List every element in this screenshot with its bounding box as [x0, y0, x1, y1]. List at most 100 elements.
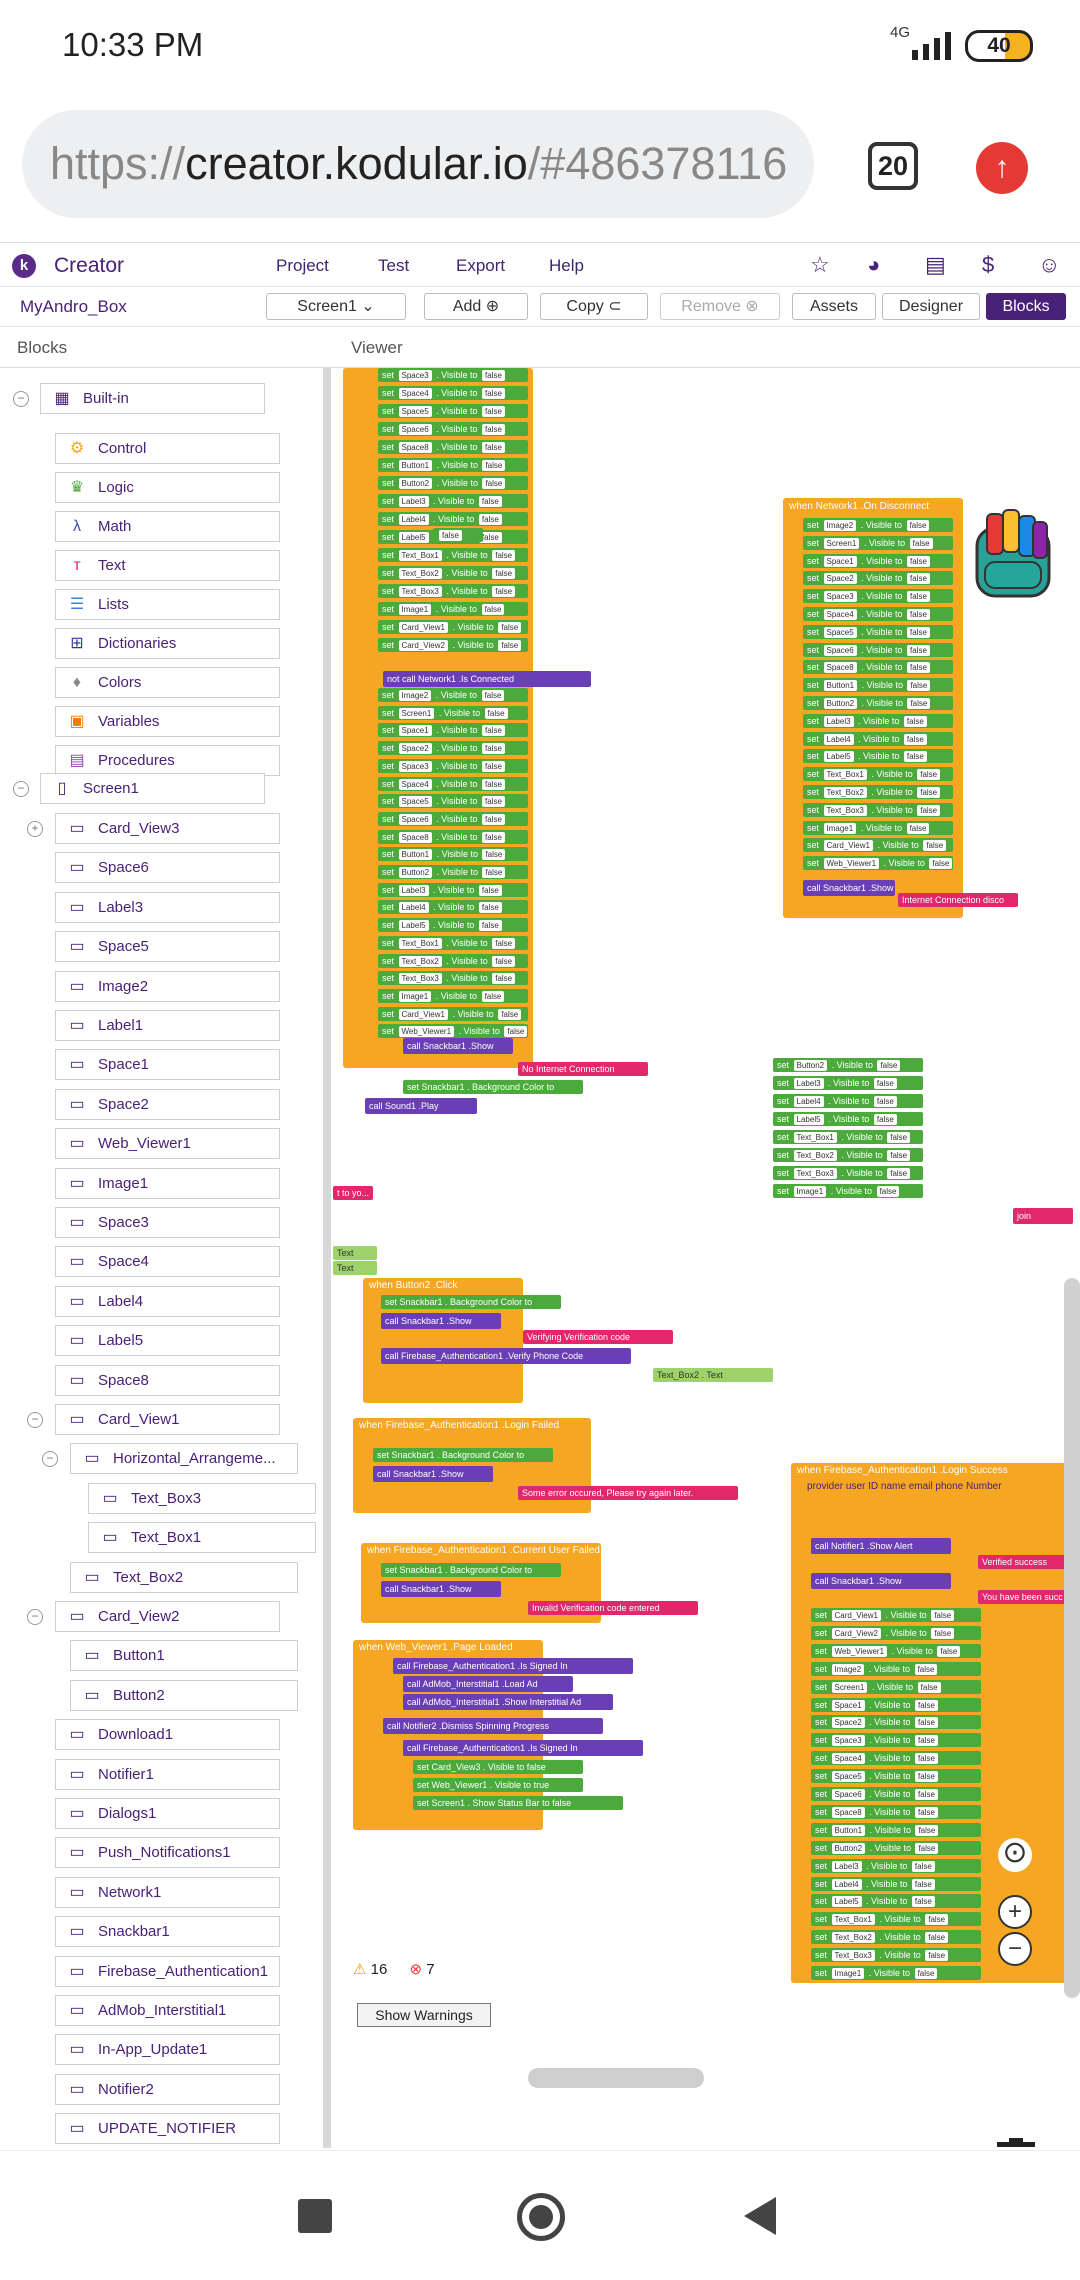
set-visible-row[interactable]: set Label4 . Visible to false: [811, 1876, 981, 1891]
false-chip[interactable]: false: [915, 1789, 938, 1800]
tree-component[interactable]: ▭Space4: [55, 1246, 280, 1278]
false-chip[interactable]: false: [917, 1681, 941, 1693]
vertical-scrollbar[interactable]: [1064, 1278, 1080, 1998]
ls-snackbar-show[interactable]: call Snackbar1 .Show: [811, 1573, 951, 1589]
tree-component[interactable]: ▭Text_Box3: [88, 1482, 316, 1514]
false-chip[interactable]: false: [907, 680, 931, 692]
disc-snackbar-show[interactable]: call Snackbar1 .Show: [803, 880, 895, 896]
verify-phone-block[interactable]: call Firebase_Authentication1 .Verify Ph…: [381, 1348, 631, 1364]
internet-disconnected-text[interactable]: Internet Connection disco: [898, 893, 1018, 907]
set-visible-row[interactable]: set Button2 . Visible to false: [811, 1840, 981, 1855]
tree-component[interactable]: ▭Space3: [55, 1207, 280, 1238]
component-chip[interactable]: Text_Box1: [398, 937, 442, 949]
set-visible-row[interactable]: set Image1 . Visible to false: [803, 820, 953, 835]
textbox2-text-chip[interactable]: Text_Box2 . Text: [653, 1368, 773, 1382]
false-chip[interactable]: false: [925, 1932, 949, 1944]
tree-component[interactable]: ▭Text_Box1: [88, 1522, 316, 1554]
component-chip[interactable]: Space8: [831, 1806, 865, 1818]
set-visible-row[interactable]: set Space1 . Visible to false: [803, 553, 953, 568]
component-chip[interactable]: Text_Box1: [793, 1132, 837, 1143]
false-chip[interactable]: false: [482, 760, 505, 772]
set-visible-row[interactable]: set Space6 . Visible to false: [811, 1787, 981, 1801]
false-chip[interactable]: false: [887, 1150, 911, 1161]
set-visible-row[interactable]: set Screen1 . Visible to false: [378, 705, 528, 720]
set-visible-row[interactable]: set Label5 . Visible to false: [378, 918, 528, 933]
is-signed-in-block-2[interactable]: call Firebase_Authentication1 .Is Signed…: [403, 1740, 643, 1756]
tree-component[interactable]: ▭UPDATE_NOTIFIER: [55, 2113, 280, 2145]
set-visible-row[interactable]: set Space2 . Visible to false: [803, 571, 953, 586]
text-chip-1[interactable]: Text: [333, 1246, 377, 1260]
component-chip[interactable]: Space1: [831, 1699, 865, 1711]
set-visible-row[interactable]: set Label5 . Visible to false: [811, 1894, 981, 1909]
component-chip[interactable]: Label5: [398, 920, 429, 932]
set-visible-row[interactable]: set Image2 . Visible to false: [803, 518, 953, 532]
b2-snackbar-show[interactable]: call Snackbar1 .Show: [381, 1313, 501, 1329]
set-visible-row[interactable]: set Button1 . Visible to false: [378, 847, 528, 862]
set-visible-row[interactable]: set Space2 . Visible to false: [811, 1715, 981, 1730]
home-button[interactable]: [517, 2193, 565, 2241]
set-visible-row[interactable]: set Text_Box1 . Visible to false: [773, 1130, 923, 1144]
lf-snackbar-show[interactable]: call Snackbar1 .Show: [373, 1466, 493, 1482]
expand-toggle-icon[interactable]: −: [27, 1412, 43, 1428]
false-chip[interactable]: false: [931, 1610, 955, 1621]
b2-snackbar-bg[interactable]: set Snackbar1 . Background Color to: [381, 1295, 561, 1309]
set-visible-row[interactable]: set Text_Box3 . Visible to false: [773, 1166, 923, 1180]
component-chip[interactable]: Label3: [398, 496, 429, 507]
set-visible-row[interactable]: set Label3 . Visible to false: [378, 494, 528, 508]
false-chip[interactable]: false: [478, 884, 502, 896]
false-chip[interactable]: false: [492, 973, 516, 985]
tree-builtin-logic[interactable]: ♛Logic: [55, 472, 280, 503]
false-chip[interactable]: false: [907, 626, 930, 638]
set-visible-row[interactable]: set Space5 . Visible to false: [378, 404, 528, 418]
component-chip[interactable]: Text_Box2: [398, 568, 442, 579]
false-chip[interactable]: false: [929, 858, 953, 870]
set-visible-row[interactable]: set Button1 . Visible to false: [378, 458, 528, 472]
uf-snackbar-bg[interactable]: set Snackbar1 . Background Color to: [381, 1563, 561, 1577]
component-chip[interactable]: Text_Box2: [823, 787, 867, 798]
component-chip[interactable]: Space2: [398, 743, 432, 755]
expand-toggle-icon[interactable]: −: [27, 1609, 43, 1625]
back-button[interactable]: [744, 2197, 776, 2235]
dollar-icon[interactable]: $: [982, 252, 995, 277]
false-chip[interactable]: false: [903, 715, 927, 727]
false-chip[interactable]: false: [482, 813, 505, 825]
false-chip[interactable]: false: [915, 1842, 939, 1854]
component-chip[interactable]: Label3: [398, 884, 429, 896]
tree-component[interactable]: ▭Card_View3: [55, 813, 280, 844]
false-chip[interactable]: false: [925, 1914, 949, 1926]
component-chip[interactable]: Image1: [793, 1186, 827, 1197]
false-chip[interactable]: false: [482, 796, 505, 808]
component-chip[interactable]: Image1: [831, 1968, 865, 1979]
tree-component[interactable]: ▭Text_Box2: [70, 1561, 298, 1593]
false-chip[interactable]: false: [492, 937, 516, 949]
screen-selector[interactable]: Screen1 ⌄: [266, 293, 406, 320]
false-chip[interactable]: false: [907, 573, 930, 585]
set-visible-row[interactable]: set Space5 . Visible to false: [811, 1769, 981, 1784]
component-chip[interactable]: Space6: [823, 644, 857, 656]
component-chip[interactable]: Text_Box2: [793, 1150, 837, 1161]
set-visible-row[interactable]: set Space2 . Visible to false: [378, 741, 528, 756]
component-chip[interactable]: Card_View2: [398, 640, 448, 651]
uf-snackbar-show[interactable]: call Snackbar1 .Show: [381, 1581, 501, 1597]
pl-web-viewer-row[interactable]: set Web_Viewer1 . Visible to true: [413, 1778, 583, 1792]
component-chip[interactable]: Label4: [398, 902, 429, 914]
false-chip[interactable]: false: [915, 1771, 938, 1783]
set-visible-row[interactable]: set Space4 . Visible to false: [378, 386, 528, 400]
component-chip[interactable]: Label5: [831, 1896, 862, 1908]
false-chip[interactable]: false: [482, 743, 505, 755]
set-visible-row[interactable]: set Image1 . Visible to false: [773, 1184, 923, 1198]
tree-component[interactable]: ▭Image1: [55, 1167, 280, 1199]
false-chip[interactable]: false: [504, 1026, 528, 1038]
palette-icon[interactable]: ◕: [867, 252, 881, 277]
component-chip[interactable]: Card_View1: [823, 840, 873, 852]
menu-test[interactable]: Test: [378, 256, 410, 275]
false-chip[interactable]: false: [911, 1860, 935, 1872]
component-chip[interactable]: Space2: [831, 1717, 865, 1729]
collapse-screen-icon[interactable]: −: [13, 781, 29, 797]
tree-component[interactable]: ▭Space1: [55, 1049, 280, 1081]
set-visible-row[interactable]: set Web_Viewer1 . Visible to false: [378, 1024, 528, 1039]
false-chip[interactable]: false: [873, 1114, 897, 1125]
component-chip[interactable]: Space4: [398, 778, 432, 790]
false-chip[interactable]: false: [909, 537, 933, 549]
verifying-text[interactable]: Verifying Verification code: [523, 1330, 673, 1344]
